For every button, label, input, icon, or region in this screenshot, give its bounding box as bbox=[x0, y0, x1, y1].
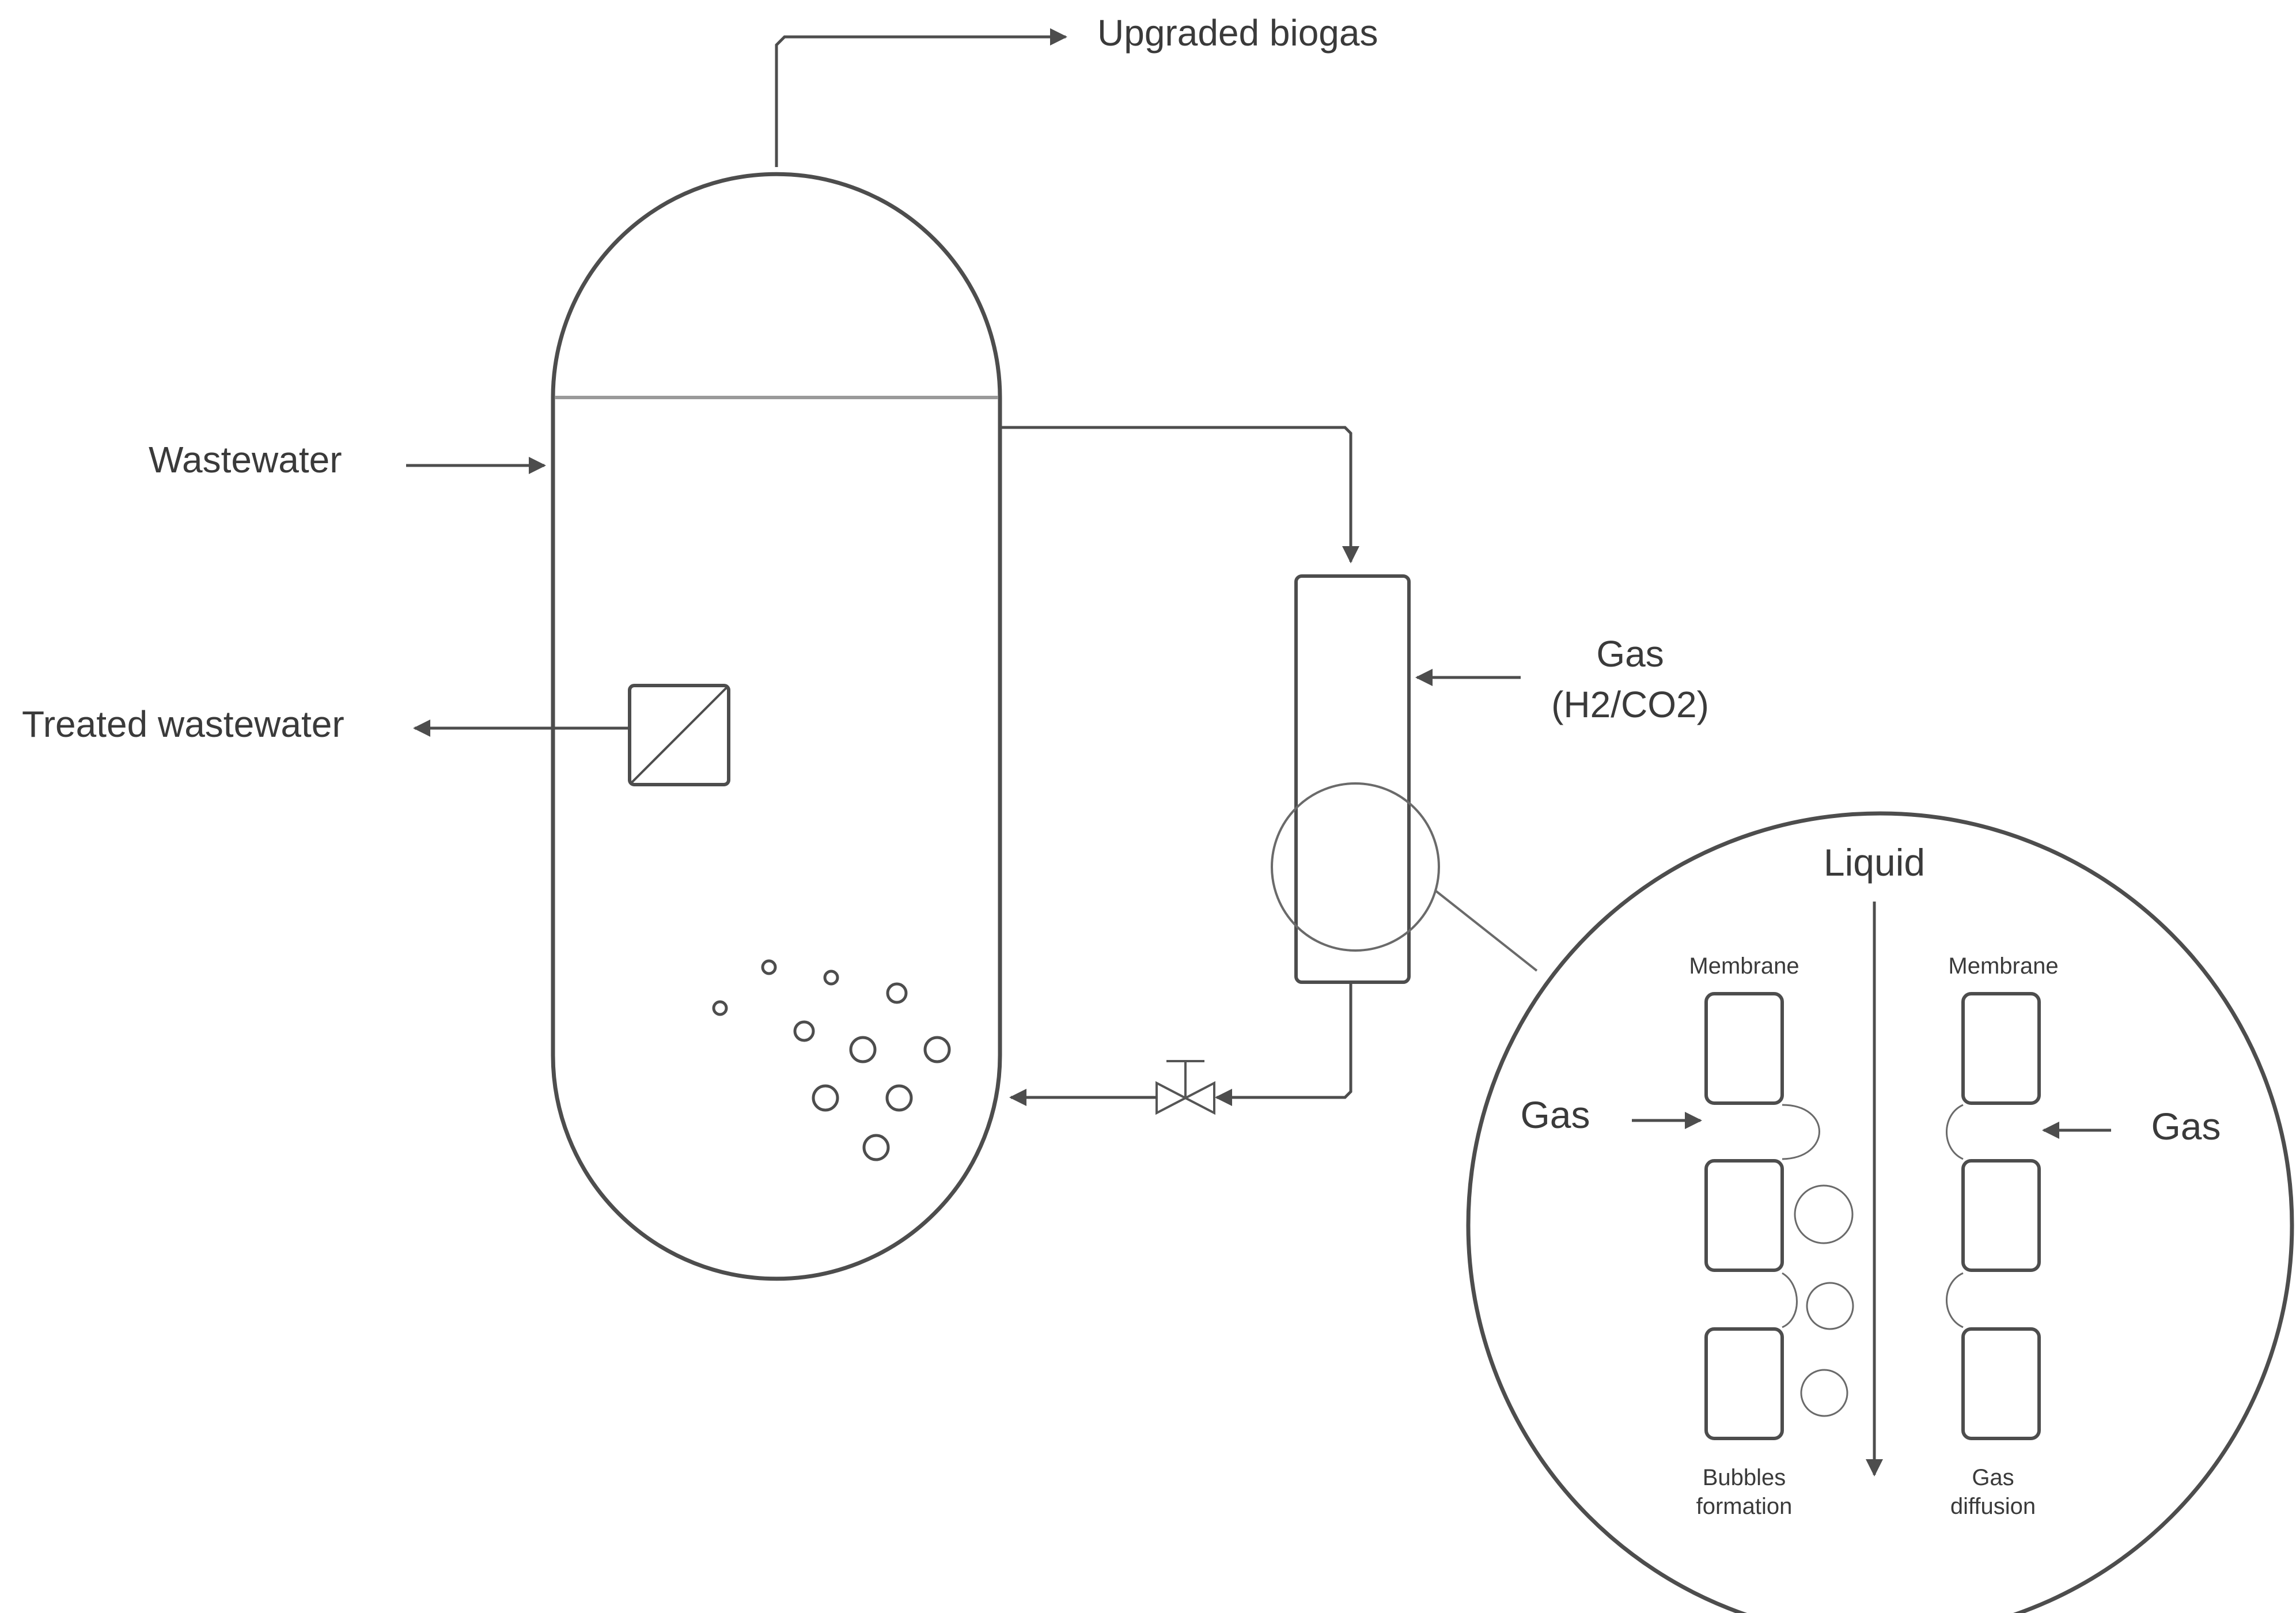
magnifier-small-circle bbox=[1271, 782, 1440, 952]
gas-inlet-label: Gas bbox=[1596, 633, 1664, 675]
bubble-formation-left bbox=[1782, 1104, 1854, 1417]
reactor-vessel bbox=[551, 172, 1002, 1281]
membrane-module bbox=[1294, 574, 1411, 984]
detail-zoom-circle bbox=[1466, 811, 2294, 1613]
membrane-stack-right bbox=[1961, 992, 2041, 1440]
reactor-bubbles bbox=[712, 959, 951, 1161]
treated-wastewater-label: Treated wastewater bbox=[22, 703, 344, 745]
valve-icon bbox=[1155, 1060, 1215, 1115]
magnifier-connector-line bbox=[1434, 889, 1538, 972]
upgraded-biogas-label: Upgraded biogas bbox=[1097, 12, 1378, 54]
biogas-outlet-pipe bbox=[775, 28, 1067, 167]
liquid-label: Liquid bbox=[1824, 841, 1925, 884]
bubbles-formation-label-2: formation bbox=[1696, 1494, 1793, 1519]
membrane-left-label: Membrane bbox=[1689, 953, 1799, 979]
recirculation-pipe-out bbox=[1000, 426, 1359, 563]
gas-diffusion-label-1: Gas bbox=[1972, 1465, 2014, 1490]
membrane-filter-diagonal bbox=[630, 686, 729, 785]
membrane-filter-box bbox=[628, 684, 730, 786]
return-pipe bbox=[1221, 982, 1352, 1099]
gas-diffusion-right bbox=[1946, 1104, 1964, 1328]
membrane-stack-left bbox=[1704, 992, 1784, 1440]
bubbles-formation-label-1: Bubbles bbox=[1703, 1465, 1786, 1490]
gas-left-label: Gas bbox=[1520, 1093, 1590, 1136]
gas-right-label: Gas bbox=[2151, 1105, 2221, 1148]
gas-diffusion-label-2: diffusion bbox=[1950, 1494, 2036, 1519]
wastewater-label: Wastewater bbox=[149, 439, 342, 480]
gas-inlet-formula: (H2/CO2) bbox=[1551, 684, 1709, 725]
membrane-right-label: Membrane bbox=[1948, 953, 2058, 979]
